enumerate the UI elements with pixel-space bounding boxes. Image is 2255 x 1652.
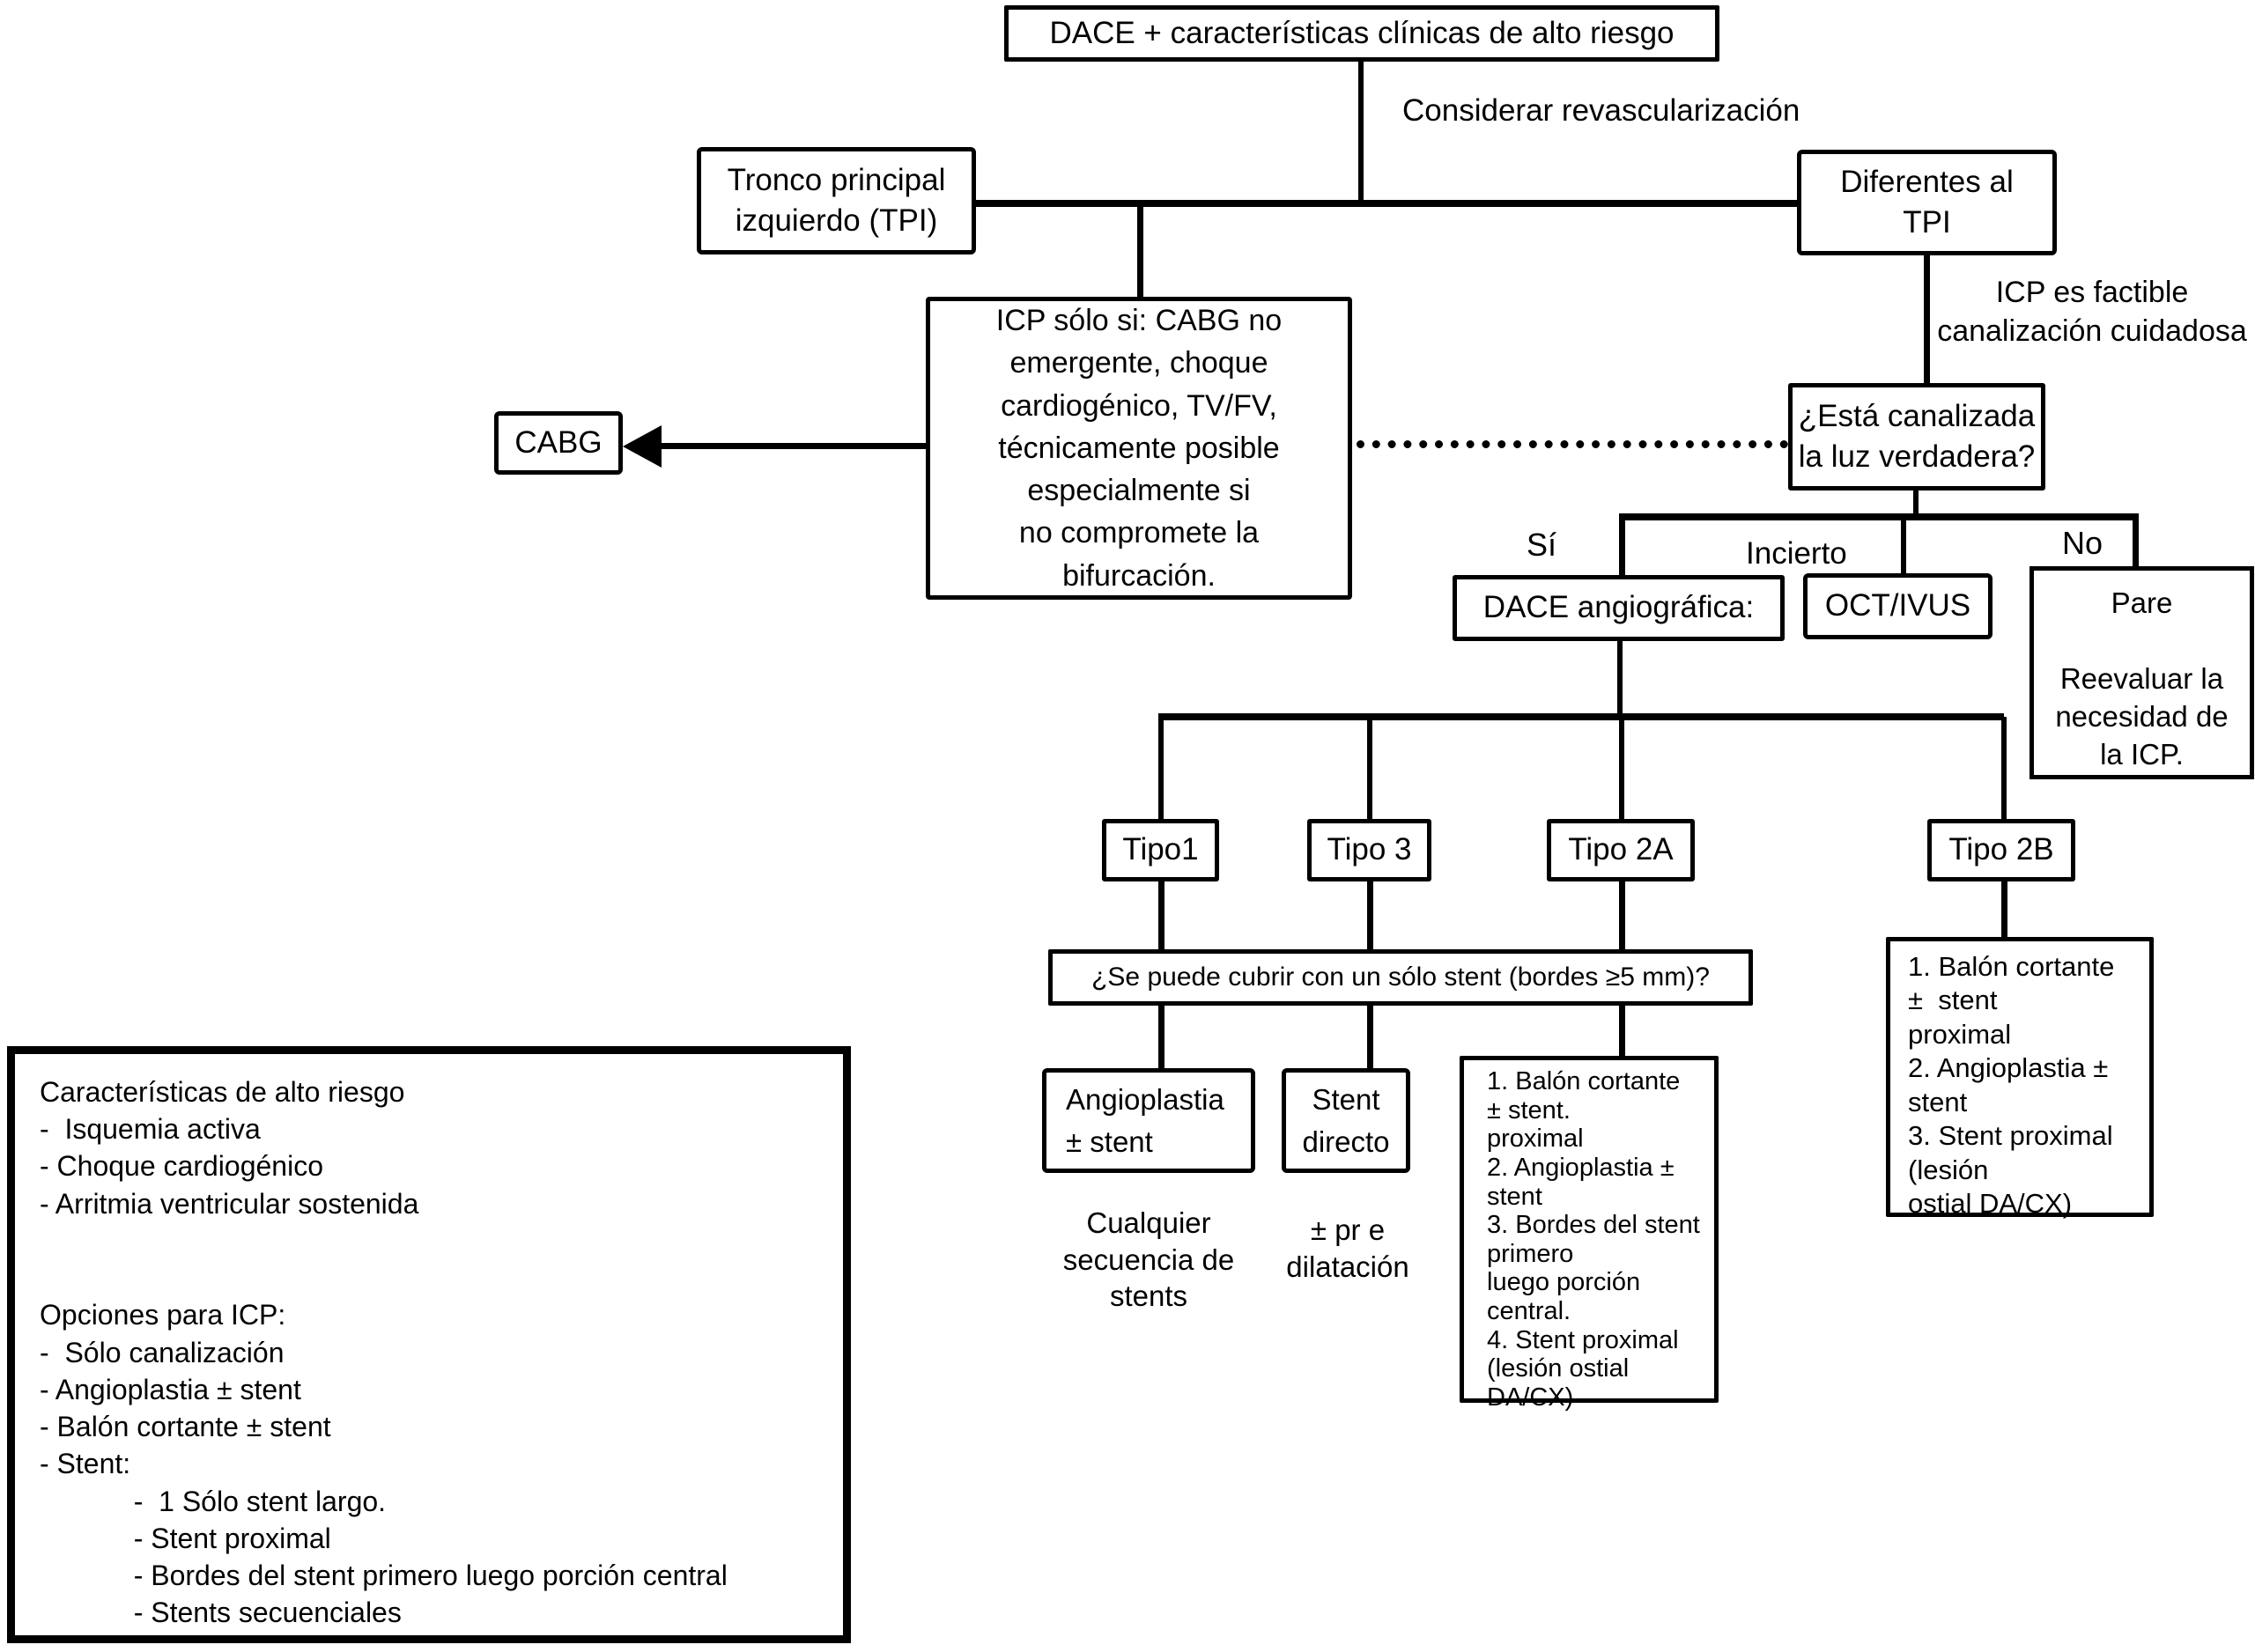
node-dace-angiografica: DACE angiográfica:	[1453, 575, 1785, 641]
node-pregunta-un-solo-stent: ¿Se puede cubrir con un sólo stent (bord…	[1048, 949, 1753, 1006]
connector-tipo2a-drop	[1619, 717, 1624, 822]
label-no: No	[2062, 525, 2103, 561]
node-tipo2a: Tipo 2A	[1547, 819, 1695, 881]
connector-tipo2b-to-options	[2001, 880, 2007, 940]
connector-tipo2a-to-question	[1619, 880, 1625, 953]
node-icp-solo-si: ICP sólo si: CABG no emergente, choque c…	[926, 297, 1352, 600]
label-predilatacion: ± pr e dilatación	[1286, 1213, 1409, 1283]
node-diferentes-al-tpi: Diferentes al TPI	[1797, 150, 2057, 255]
connector-tipo2b-drop	[2001, 717, 2007, 822]
node-tronco-principal-izquierdo: Tronco principal izquierdo (TPI)	[697, 147, 976, 254]
connector-question-to-angioplastia	[1158, 1004, 1164, 1072]
node-angioplastia-stent: Angioplastia ± stent	[1042, 1068, 1255, 1173]
connector-top-drop	[1358, 60, 1364, 203]
node-oct-ivus: OCT/IVUS	[1803, 573, 1993, 639]
connector-main-branch	[973, 200, 1870, 207]
connector-dace-drop	[1617, 639, 1623, 715]
connector-tipo3-to-question	[1367, 880, 1373, 953]
label-cualquier-secuencia: Cualquier secuencia de stents	[1062, 1206, 1235, 1313]
label-incierto: Incierto	[1746, 536, 1847, 571]
connector-cabg-arrow-line	[656, 443, 929, 449]
legend-caracteristicas-opciones: Características de alto riesgo - Isquemi…	[7, 1046, 851, 1643]
connector-incierto-drop	[1901, 519, 1906, 577]
connector-tipos-branch	[1158, 713, 2004, 720]
connector-icp-drop	[1137, 203, 1143, 300]
connector-canalizada-drop	[1913, 489, 1919, 517]
label-icp-es-factible: ICP es factible canalización cuidadosa	[1937, 276, 2247, 349]
node-tipo2b-opciones: 1. Balón cortante ± stent proximal 2. An…	[1886, 937, 2154, 1219]
node-tipo1: Tipo1	[1102, 819, 1219, 881]
connector-tipo1-to-question	[1158, 880, 1164, 953]
node-tipo3: Tipo 3	[1307, 819, 1431, 881]
node-esta-canalizada: ¿Está canalizada la luz verdadera?	[1788, 383, 2045, 490]
connector-si-drop	[1619, 513, 1625, 579]
node-tipo2b: Tipo 2B	[1927, 819, 2075, 881]
connector-answers-branch	[1619, 513, 2139, 520]
label-considerar-revascularizacion: Considerar revascularización	[1402, 93, 1800, 128]
connector-question-to-stent-directo	[1367, 1004, 1373, 1072]
node-cabg: CABG	[494, 411, 623, 475]
connector-dotted-line	[1357, 440, 1788, 448]
connector-diferentes-drop	[1924, 254, 1930, 387]
connector-no-drop	[2133, 513, 2139, 570]
node-tipo2a-opciones: 1. Balón cortante ± stent. proximal 2. A…	[1460, 1056, 1719, 1412]
node-dace-alto-riesgo: DACE + características clínicas de alto …	[1004, 5, 1719, 62]
label-si: Sí	[1527, 527, 1557, 563]
connector-tipo1-drop	[1158, 717, 1164, 822]
connector-question-to-tipo2a-options	[1619, 1004, 1625, 1059]
connector-tipo3-drop	[1367, 717, 1372, 822]
node-pare-reevaluar: Pare Reevaluar la necesidad de la ICP.	[2030, 566, 2254, 779]
arrowhead-left-icon	[623, 425, 662, 468]
node-stent-directo: Stent directo	[1282, 1068, 1410, 1173]
